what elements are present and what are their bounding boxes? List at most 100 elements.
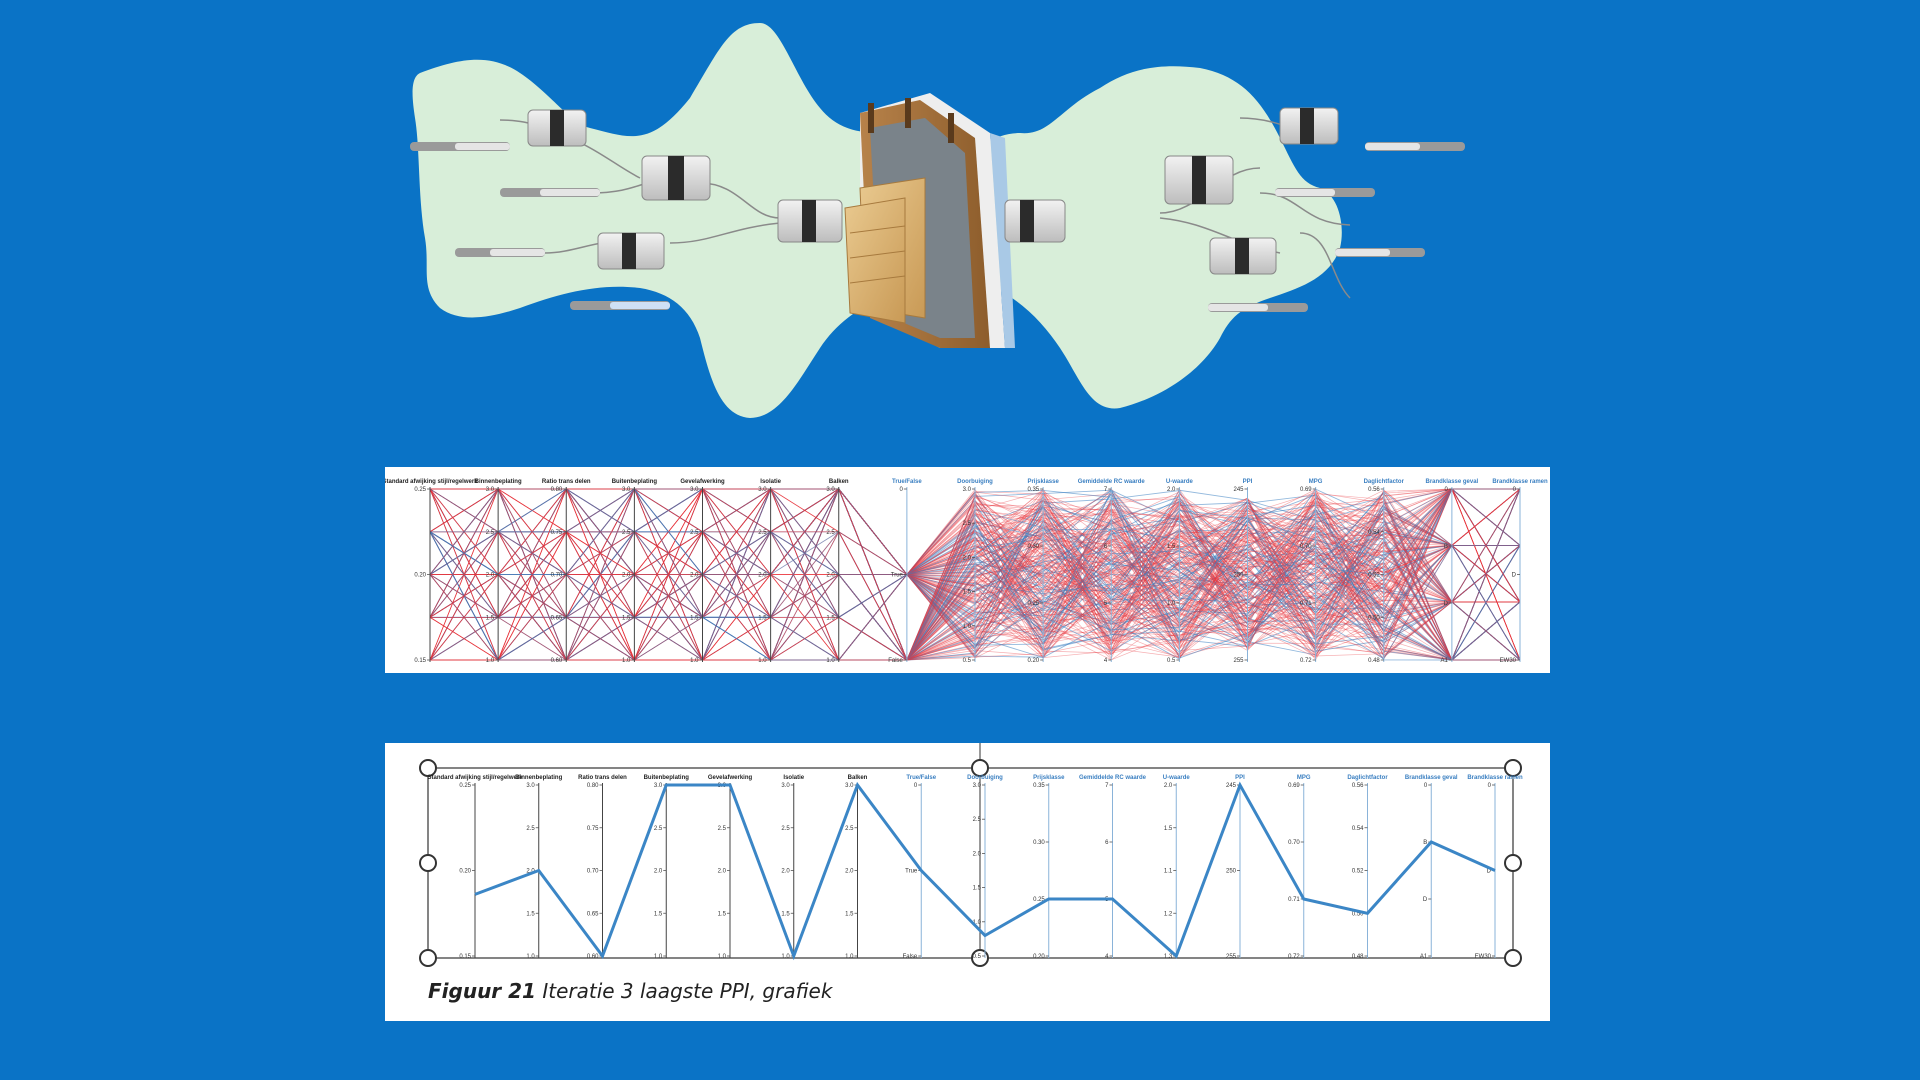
tick-label: 2.5 <box>758 530 767 536</box>
tick-label: 3.0 <box>690 487 699 493</box>
tick-label: 0.25 <box>1027 601 1039 607</box>
resize-handle[interactable] <box>1504 759 1522 777</box>
tick-label: 1.0 <box>845 954 854 960</box>
tick-label: 3.0 <box>826 487 835 493</box>
tick-label: 0.80 <box>587 783 599 789</box>
tick-label: 245 <box>1233 487 1244 493</box>
tick-label: 3.0 <box>622 487 631 493</box>
tick-label: 0.60 <box>587 954 599 960</box>
figure-title: Iteratie 3 laagste PPI, grafiek <box>542 979 833 1003</box>
tick-label: 2.5 <box>622 530 631 536</box>
tick-label: True <box>891 573 904 579</box>
tick-label: EW30 <box>1475 954 1492 960</box>
tick-label: 0.50 <box>1368 615 1380 621</box>
tick-label: 0.15 <box>459 954 471 960</box>
tick-label: 255 <box>1233 658 1244 664</box>
resize-handle[interactable] <box>1504 854 1522 872</box>
tick-label: 0.5 <box>1167 658 1176 664</box>
resize-handle[interactable] <box>419 854 437 872</box>
tick-label: D <box>1423 897 1428 903</box>
tick-label: 0.56 <box>1368 487 1380 493</box>
resize-handle[interactable] <box>419 759 437 777</box>
tick-label: 0 <box>1513 487 1517 493</box>
tick-label: 1.0 <box>973 920 982 926</box>
tick-label: 2.0 <box>654 869 663 875</box>
tick-label: 2.5 <box>486 530 495 536</box>
resize-handle[interactable] <box>971 759 989 777</box>
tick-label: 1.5 <box>718 911 727 917</box>
tick-label: 0 <box>1488 783 1492 789</box>
tick-label: EW30 <box>1500 658 1517 664</box>
tick-label: 0.72 <box>1300 658 1312 664</box>
tick-label: 0.80 <box>551 487 563 493</box>
selection-frame[interactable] <box>419 743 1522 967</box>
tick-label: False <box>903 954 918 960</box>
tick-label: 6 <box>1105 840 1109 846</box>
tick-label: 1.5 <box>526 911 535 917</box>
axis-title: Gevelafwerking <box>680 479 725 485</box>
tick-label: 0.25 <box>1033 897 1045 903</box>
tick-label: 0.69 <box>1288 783 1300 789</box>
tick-label: 2.0 <box>718 869 727 875</box>
resize-handle[interactable] <box>1504 949 1522 967</box>
tick-label: 1.5 <box>826 615 835 621</box>
axis-title: Gemiddelde RC waarde <box>1079 775 1147 781</box>
axis-title: Prijsklasse <box>1027 479 1059 485</box>
node-group-left <box>527 109 843 270</box>
tick-label: D <box>1512 573 1517 579</box>
tick-label: 1.5 <box>845 911 854 917</box>
tick-label: 0.48 <box>1368 658 1380 664</box>
tick-label: 0.65 <box>587 911 599 917</box>
tick-label: 0.69 <box>1300 487 1312 493</box>
tick-label: A1 <box>1441 658 1449 664</box>
tick-label: 0.20 <box>1027 658 1039 664</box>
tick-label: 7 <box>1104 487 1108 493</box>
tick-label: 0.75 <box>587 826 599 832</box>
axis-title: PPI <box>1235 775 1245 781</box>
tick-label: 1.0 <box>654 954 663 960</box>
tick-label: 0.65 <box>551 615 563 621</box>
tick-label: 2.5 <box>654 826 663 832</box>
tick-label: 0.25 <box>459 783 471 789</box>
axis-title: Standard afwijking stijl/regelwerk <box>427 775 523 781</box>
tick-label: 4 <box>1104 658 1108 664</box>
tick-label: 1.3 <box>1164 954 1173 960</box>
tick-label: 3.0 <box>781 783 790 789</box>
tick-label: 2.5 <box>526 826 535 832</box>
parallel-coordinates-panel-2: Standard afwijking stijl/regelwerk 0.25 0.… <box>385 743 1550 1021</box>
tick-label: 0.70 <box>551 573 563 579</box>
tick-label: 0.5 <box>963 658 972 664</box>
resize-handle[interactable] <box>419 949 437 967</box>
axis-title: Brandklasse ramen <box>1467 775 1523 781</box>
tick-label: B <box>1444 544 1448 550</box>
axis-title: U-waarde <box>1163 775 1191 781</box>
axis-title: Binnenbeplating <box>475 479 522 485</box>
tick-label: 3.0 <box>526 783 535 789</box>
tick-label: 4 <box>1105 954 1109 960</box>
tick-label: B <box>1423 840 1427 846</box>
tick-label: 1.5 <box>654 911 663 917</box>
tick-label: 0.72 <box>1288 954 1300 960</box>
tick-label: 1.0 <box>526 954 535 960</box>
axis-title: True/False <box>892 479 922 485</box>
tick-label: 0.35 <box>1033 783 1045 789</box>
tick-label: 2.0 <box>781 869 790 875</box>
resize-handle[interactable] <box>971 949 989 967</box>
tick-label: 0.5 <box>973 954 982 960</box>
tick-label: 3.0 <box>486 487 495 493</box>
tick-label: 0.30 <box>1027 544 1039 550</box>
